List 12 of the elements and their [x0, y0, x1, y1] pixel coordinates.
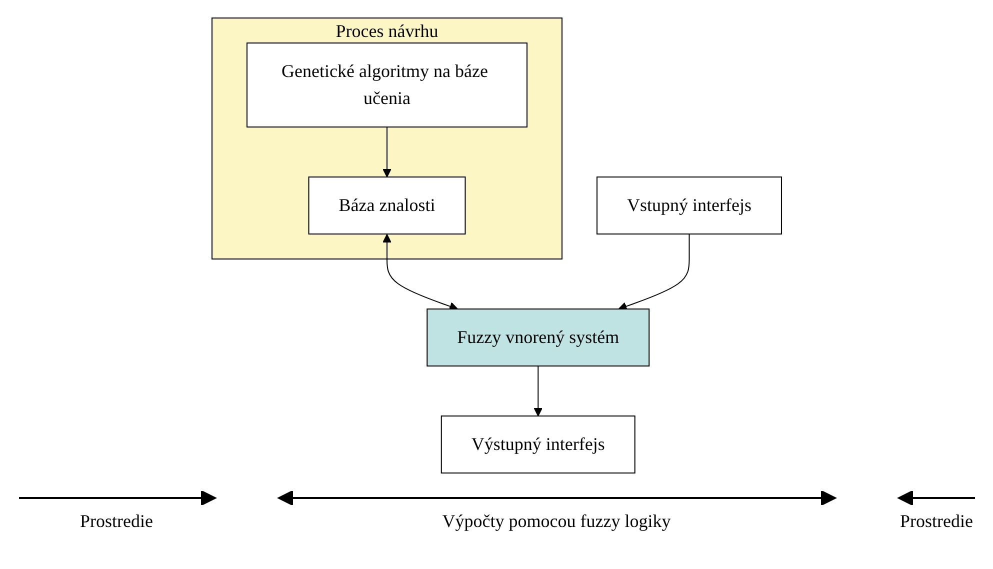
node-box: Báza znalosti: [308, 176, 466, 234]
region-label: Prostredie: [900, 511, 973, 532]
region-label: Prostredie: [80, 511, 153, 532]
arrow: [533, 366, 542, 416]
arrow: [618, 234, 690, 310]
node-box: Fuzzy vnorený systém: [426, 308, 650, 366]
arrow: [382, 126, 392, 178]
node-box: Výstupný interfejs: [440, 416, 636, 474]
node-box: Genetické algoritmy na báze učenia: [246, 42, 528, 128]
arrow: [382, 234, 458, 310]
node-box: Vstupný interfejs: [596, 176, 782, 234]
region-label: Výpočty pomocou fuzzy logiky: [442, 511, 671, 532]
